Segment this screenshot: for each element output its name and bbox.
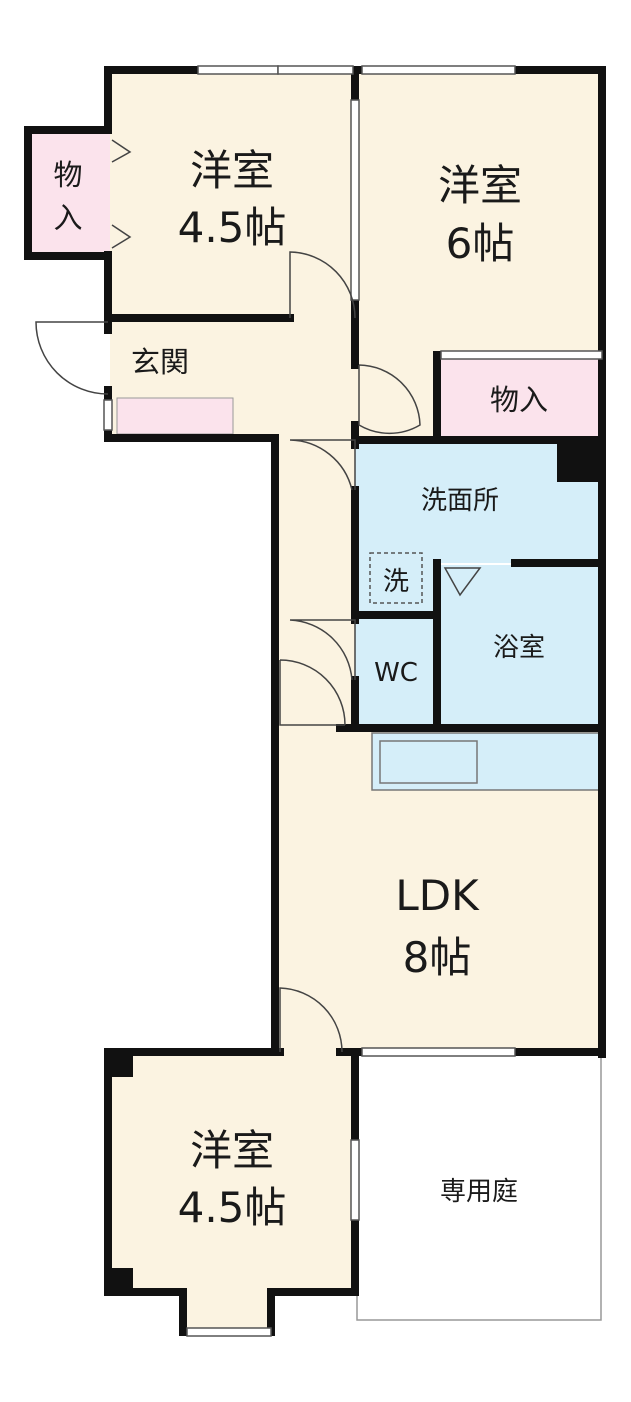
walls: [24, 66, 606, 1336]
ldk-size: 8帖: [403, 933, 472, 982]
bedroom-top-left-floor: [110, 70, 355, 320]
closet-left-floor: [28, 130, 110, 256]
bedroom-top-right-type: 洋室: [438, 161, 522, 210]
bedroom-bottom-floor: [110, 1052, 355, 1292]
entrance-label: 玄関: [131, 345, 189, 379]
hallway-floor: [275, 437, 355, 727]
bedroom-top-right-size: 6帖: [446, 219, 515, 268]
ldk-type: LDK: [395, 871, 480, 920]
bedroom-top-left-size: 4.5帖: [178, 203, 287, 252]
hall-landing-floor: [355, 355, 435, 440]
doors: [35, 139, 482, 1053]
washer-label: 洗: [383, 567, 409, 597]
toilet-label: WC: [374, 658, 418, 688]
shoe-box: [116, 397, 234, 435]
bedroom-bottom-type: 洋室: [190, 1126, 274, 1175]
closet-right-label: 物入: [490, 383, 548, 417]
kitchen-sink: [379, 740, 478, 784]
windows: [103, 65, 603, 1337]
pillar-bedroom-top: [108, 1052, 133, 1077]
bay-window-floor: [183, 1290, 271, 1330]
toilet-floor: [355, 617, 435, 725]
closet-left-line1: 物: [53, 158, 82, 192]
bedroom-top-left-type: 洋室: [190, 146, 274, 195]
pillar-bedroom-bottom: [108, 1268, 133, 1293]
pillar-washroom: [557, 440, 602, 482]
washroom-label: 洗面所: [421, 486, 499, 516]
garden-area: [356, 1053, 602, 1321]
bedroom-bottom-size: 4.5帖: [178, 1183, 287, 1232]
bathroom-label: 浴室: [493, 633, 545, 663]
bathroom-floor: [437, 565, 602, 725]
garden-label: 専用庭: [440, 1177, 518, 1207]
washer-slot: [369, 552, 423, 604]
closet-right-floor: [437, 355, 602, 437]
bedroom-top-right-floor: [355, 70, 602, 355]
closet-left-line2: 入: [53, 201, 82, 235]
